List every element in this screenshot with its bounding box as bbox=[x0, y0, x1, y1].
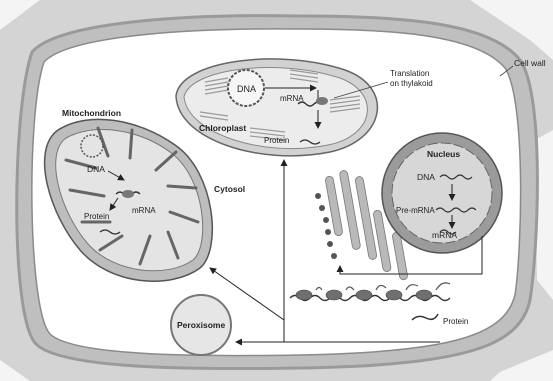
cytosol-label: Cytosol bbox=[214, 184, 245, 194]
pre-mrna-label: Pre-mRNA bbox=[396, 206, 435, 215]
chloroplast-protein-label: Protein bbox=[264, 136, 289, 145]
chloroplast-dna-label: DNA bbox=[237, 84, 256, 94]
translation-label-line2: on thylakoid bbox=[390, 79, 433, 88]
mito-dna-label: DNA bbox=[87, 164, 105, 174]
cytosol-protein-label: Protein bbox=[443, 317, 468, 326]
translation-label-line1: Translation bbox=[390, 69, 429, 78]
peroxisome-label: Peroxisome bbox=[177, 320, 225, 330]
nucleus-label: Nucleus bbox=[427, 149, 460, 159]
mito-protein-label: Protein bbox=[84, 212, 109, 221]
cell-wall-label: Cell wall bbox=[514, 58, 546, 68]
mito-mrna-label: mRNA bbox=[132, 206, 156, 215]
chloroplast-label: Chloroplast bbox=[199, 123, 246, 133]
mitochondrion-label: Mitochondrion bbox=[62, 108, 121, 118]
nucleus-mrna-label: mRNA bbox=[432, 230, 457, 240]
nucleus-dna-label: DNA bbox=[417, 172, 435, 182]
